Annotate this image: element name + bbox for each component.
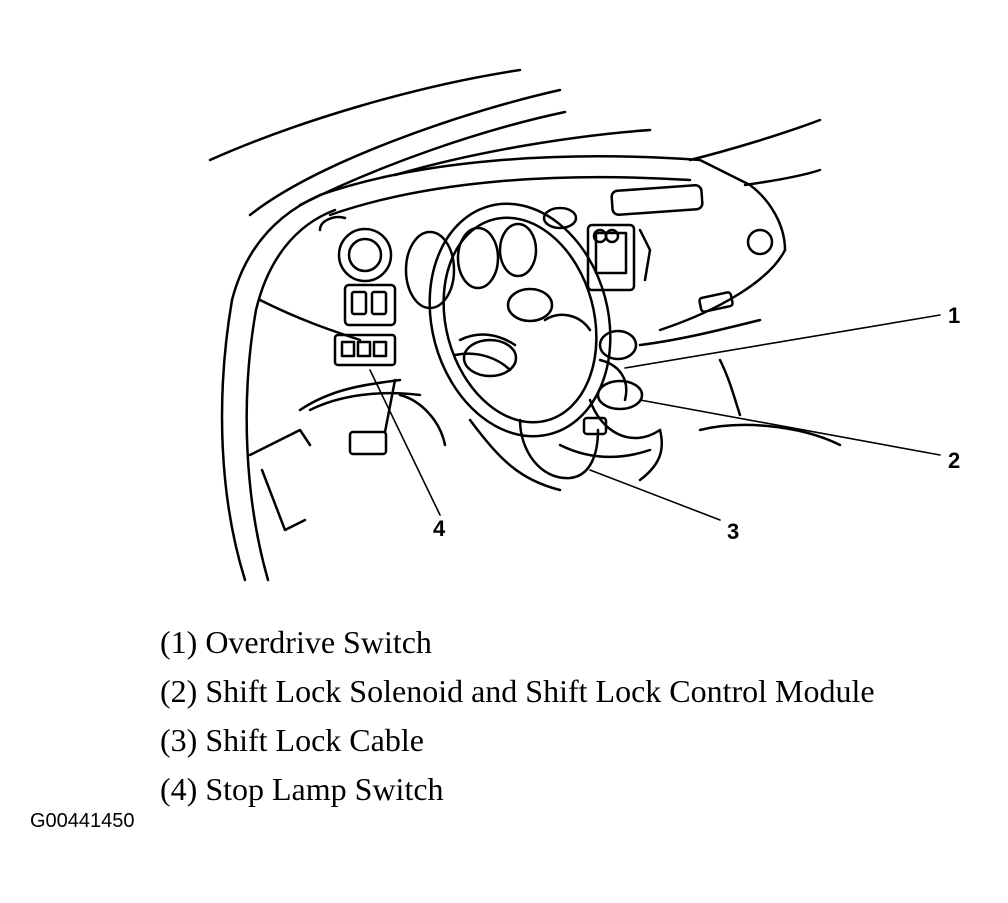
legend-list: (1) Overdrive Switch (2) Shift Lock Sole… (160, 622, 875, 818)
legend-item-shift-lock-cable: (3) Shift Lock Cable (160, 722, 424, 758)
dashboard-illustration (208, 68, 941, 582)
lower-dash-left (258, 298, 447, 447)
legend-item-overdrive-switch: (1) Overdrive Switch (160, 624, 432, 660)
legend-item-stop-lamp-switch: (4) Stop Lamp Switch (160, 771, 444, 807)
lower-console (468, 418, 664, 492)
left-air-vent (318, 215, 393, 283)
right-air-vent (746, 228, 774, 256)
left-switch-cluster (333, 283, 397, 367)
leader-line-1 (624, 314, 941, 369)
leader-lines (369, 314, 941, 521)
door-frame (220, 193, 337, 582)
leader-line-4 (369, 369, 441, 516)
windshield-lines (208, 68, 822, 217)
steering-wheel (428, 202, 612, 438)
dashboard-outline (318, 155, 842, 447)
dash-center-vent (610, 184, 704, 216)
center-stack (586, 223, 652, 361)
figure-id: G00441450 (30, 810, 135, 832)
callout-1: 1 (948, 303, 961, 328)
callout-2: 2 (948, 448, 961, 473)
callout-3: 3 (727, 519, 740, 544)
leader-line-2 (639, 399, 941, 456)
shift-lock-cable (518, 418, 600, 480)
brake-pedal (348, 430, 388, 456)
legend-item-shift-lock-solenoid: (2) Shift Lock Solenoid and Shift Lock C… (160, 673, 875, 709)
callout-4: 4 (433, 516, 446, 541)
instrument-cluster (404, 206, 578, 310)
glovebox-handle (698, 291, 734, 313)
pedal-arm (383, 378, 397, 434)
shift-console (558, 358, 662, 459)
leader-line-3 (589, 469, 721, 521)
